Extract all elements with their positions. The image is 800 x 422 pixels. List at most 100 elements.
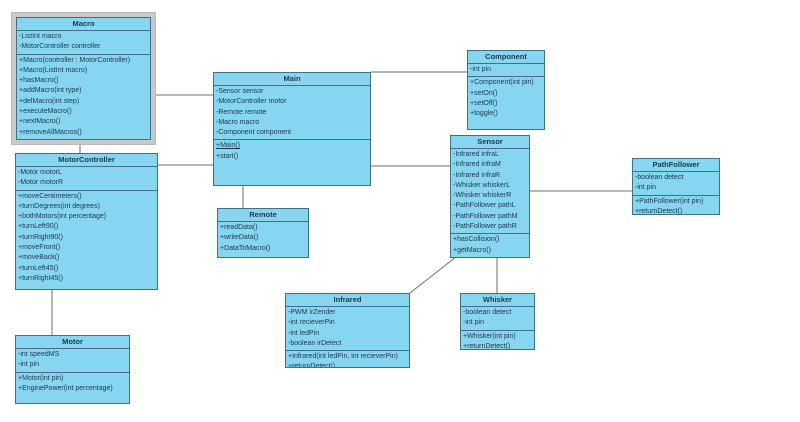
class-title: Component bbox=[468, 51, 544, 64]
attribute-row: -int pin bbox=[463, 319, 485, 327]
method-row: +turnRight45() bbox=[18, 274, 63, 282]
class-box-sensor[interactable]: Sensor-Infrared infraL-Infrared infraM-I… bbox=[450, 135, 530, 258]
class-title: Remote bbox=[218, 209, 308, 222]
attribute-row: -Infrared infraM bbox=[453, 161, 501, 169]
methods-compartment: +Macro(controller : MotorController) +Mac… bbox=[17, 55, 150, 139]
method-row: +removeAllMacros() bbox=[19, 128, 82, 136]
attributes-compartment: -int pin bbox=[468, 64, 544, 78]
attribute-row: -Component component bbox=[216, 129, 292, 137]
method-row: +Infrared(int ledPin, int recieverPin) bbox=[288, 353, 398, 361]
method-row: +returnDetect() bbox=[635, 207, 683, 215]
attribute-row: -int pin bbox=[18, 361, 40, 369]
method-row: +returnDetect() bbox=[288, 363, 336, 368]
method-row: +delMacro(int step) bbox=[19, 97, 80, 105]
attributes-compartment: -Infrared infraL -Infrared infraM -Infrare… bbox=[451, 149, 529, 235]
method-row: +Component(int pin) bbox=[470, 79, 534, 87]
attribute-row: -boolean detect bbox=[463, 309, 512, 316]
attribute-row: -int ledPin bbox=[288, 329, 320, 337]
method-row: +Main() bbox=[216, 142, 240, 150]
class-title: Infrared bbox=[286, 294, 409, 307]
methods-compartment: +Infrared(int ledPin, int recieverPin) +r… bbox=[286, 351, 409, 368]
attribute-row: -int speedMS bbox=[18, 351, 60, 358]
method-row: +addMacro(int type) bbox=[19, 87, 82, 95]
class-box-pathfollower[interactable]: PathFollower -boolean detect -int pin +Path… bbox=[632, 158, 720, 215]
method-row: +getMacro() bbox=[453, 246, 491, 254]
attribute-row: -boolean detect bbox=[635, 174, 684, 181]
method-row: +PathFollower(int pin) bbox=[635, 197, 704, 205]
class-title: Sensor bbox=[451, 136, 529, 149]
attribute-row: -Motor motorL bbox=[18, 169, 62, 176]
class-box-infrared[interactable]: Infrared-PWM irZender-int recieverPin-in… bbox=[285, 293, 410, 368]
method-row: +moveBack() bbox=[18, 254, 60, 262]
attributes-compartment: -PWM irZender-int recieverPin-int ledPin… bbox=[286, 307, 409, 352]
connector-sensor-infrared[interactable] bbox=[409, 256, 457, 294]
attribute-row: -int pin bbox=[470, 66, 492, 73]
attribute-row: -Infrared infraR bbox=[453, 171, 501, 179]
method-row: +turnDegrees(int degrees) bbox=[18, 202, 100, 210]
attribute-row: -MotorController controller bbox=[19, 43, 101, 51]
class-box-macro[interactable]: Macro -ListInt macro -MotorController cont… bbox=[12, 13, 155, 144]
attribute-row: -Whisker whiskerL bbox=[453, 181, 511, 189]
methods-compartment: +Motor(int pin) +EnginePower(int percenta… bbox=[16, 373, 129, 403]
class-title: Macro bbox=[17, 18, 150, 31]
method-row: +hasMacro() bbox=[19, 77, 59, 85]
methods-compartment: +Main() +start() bbox=[214, 140, 370, 185]
attribute-row: -PathFollower pathM bbox=[453, 212, 518, 220]
method-row: +Motor(int pin) bbox=[18, 374, 64, 382]
method-row: +turnRight90() bbox=[18, 233, 63, 241]
method-row: +hasCollision() bbox=[453, 236, 500, 244]
class-box-component[interactable]: Component -int pin +Component(int pin) +set… bbox=[467, 50, 545, 130]
attributes-compartment: -int speedMS -int pin bbox=[16, 349, 129, 373]
attribute-row: -MotorController motor bbox=[216, 98, 287, 106]
method-row: +setOff() bbox=[470, 99, 498, 107]
method-row: +bothMotors(int percentage) bbox=[18, 213, 107, 221]
class-title: MotorController bbox=[16, 154, 157, 167]
class-box-motor[interactable]: Motor -int speedMS -int pin +Motor(int pin)… bbox=[15, 335, 130, 404]
attribute-row: -Infrared infraL bbox=[453, 151, 499, 158]
methods-compartment: +Component(int pin) +setOn() +setOff() +tog… bbox=[468, 77, 544, 129]
class-box-remote[interactable]: Remote +readData() +writeData() +DataToMacr… bbox=[217, 208, 309, 258]
attributes-compartment: -boolean detect -int pin bbox=[633, 172, 719, 196]
method-row: +turnLeft90() bbox=[18, 223, 59, 231]
method-row: +setOn() bbox=[470, 89, 498, 97]
class-box-whisker[interactable]: Whisker -boolean detect -int pin +Whisker(i… bbox=[460, 293, 535, 350]
method-row: +writeData() bbox=[220, 234, 259, 242]
attribute-row: -PWM irZender bbox=[288, 309, 336, 316]
attribute-row: -Sensor sensor bbox=[216, 88, 264, 95]
method-row: +toggle() bbox=[470, 110, 498, 118]
attribute-row: -int pin bbox=[635, 184, 657, 192]
methods-compartment: +hasCollision() +getMacro() bbox=[451, 234, 529, 257]
attributes-compartment: -ListInt macro -MotorController controlle… bbox=[17, 31, 150, 55]
attributes-compartment: -boolean detect -int pin bbox=[461, 307, 534, 331]
attribute-row: -boolean irDetect bbox=[288, 339, 342, 347]
attribute-row: -ListInt macro bbox=[19, 33, 62, 40]
method-row: +EnginePower(int percentage) bbox=[18, 384, 113, 392]
attribute-row: -Motor motorR bbox=[18, 179, 64, 187]
method-row: +Macro(controller : MotorController) bbox=[19, 56, 131, 64]
method-row: +Whisker(int pin) bbox=[463, 332, 516, 340]
class-title: Main bbox=[214, 73, 370, 86]
method-row: +moveFront() bbox=[18, 244, 61, 252]
method-row: +moveCentimeters() bbox=[18, 192, 82, 200]
attribute-row: -PathFollower pathR bbox=[453, 223, 517, 231]
attribute-row: -Macro macro bbox=[216, 118, 260, 126]
method-row: +Macro(ListInt macro) bbox=[19, 66, 88, 74]
attributes-compartment: -Sensor sensor -MotorController motor -Rem… bbox=[214, 86, 370, 141]
methods-compartment: +readData() +writeData() +DataToMacro() bbox=[218, 222, 308, 257]
class-box-motorcontroller[interactable]: MotorController-Motor motorL-Motor motor… bbox=[15, 153, 158, 290]
class-title: PathFollower bbox=[633, 159, 719, 172]
method-row: +nextMacro() bbox=[19, 118, 61, 126]
method-row: +executeMacro() bbox=[19, 108, 72, 116]
class-title: Motor bbox=[16, 336, 129, 349]
class-box-main[interactable]: Main -Sensor sensor -MotorController motor… bbox=[213, 72, 371, 186]
method-row: +start() bbox=[216, 152, 239, 160]
method-row: +readData() bbox=[220, 224, 258, 231]
methods-compartment: +moveCentimeters() +turnDegrees(int degre… bbox=[16, 191, 157, 289]
methods-compartment: +Whisker(int pin)+returnDetect() bbox=[461, 331, 534, 349]
method-row: +DataToMacro() bbox=[220, 244, 271, 252]
attributes-compartment: -Motor motorL -Motor motorR bbox=[16, 167, 157, 191]
attribute-row: -Remote remote bbox=[216, 108, 267, 116]
class-title: Whisker bbox=[461, 294, 534, 307]
